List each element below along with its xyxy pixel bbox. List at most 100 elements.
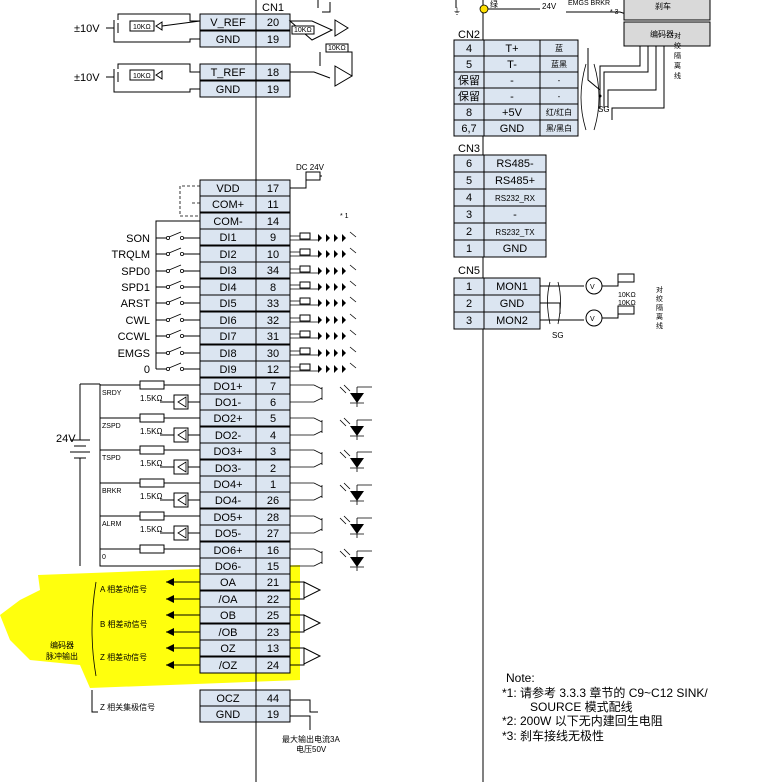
cn1-pin-row: DO1-6: [199, 393, 291, 411]
cn1-pin-number: 44: [267, 693, 279, 705]
svg-text:线: 线: [674, 71, 681, 80]
cn1-pin-name: DI6: [219, 315, 236, 327]
cn1-pin-number: 27: [267, 528, 279, 540]
input-signal-label: SPD1: [121, 282, 150, 294]
cn3-label: CN3: [458, 143, 480, 155]
cn1-pin-name: DI3: [219, 265, 236, 277]
output-signal-label: 0: [102, 554, 106, 561]
cn5-signal: MON1: [496, 281, 528, 293]
r15k-label: 1.5KΩ: [140, 394, 162, 403]
cn1-pin-number: 12: [267, 364, 279, 376]
cn1-pin-number: 17: [267, 183, 279, 195]
cn1-pin-name: COM-: [213, 216, 243, 228]
svg-text:V: V: [590, 284, 595, 291]
cn1-pin-name: DI7: [219, 331, 236, 343]
cn3-pin-number: 5: [466, 175, 472, 187]
cn1-pin-number: 19: [267, 709, 279, 721]
svg-text:离: 离: [674, 61, 681, 70]
voltage-label: 电压50V: [296, 744, 327, 754]
cn3-signal: RS232_TX: [495, 228, 535, 237]
note-1b: SOURCE 模式配线: [530, 700, 633, 714]
input-signal-label: CCWL: [118, 331, 150, 343]
cn1-pin-name: /OB: [219, 627, 238, 639]
cn1-pin-name: /OA: [219, 594, 239, 606]
brake-label: 刹车: [655, 1, 671, 11]
encoder-label: 编码器: [650, 29, 674, 39]
cn2-wire-color: -: [558, 92, 561, 101]
cn1-pin-number: 32: [267, 315, 279, 327]
note-1a: *1: 请参考 3.3.3 章节的 C9~C12 SINK/: [502, 685, 708, 700]
cn1-pin-name: DI9: [219, 364, 236, 376]
cn3-signal: RS485+: [495, 175, 535, 187]
input-switch: SPD1: [121, 280, 357, 294]
pm10v-label-2: ±10V: [74, 72, 100, 84]
output-circuit: ZSPD 1.5KΩ: [100, 413, 372, 443]
cn3-signal: -: [513, 209, 517, 221]
cn1-pin-number: 3: [270, 446, 276, 458]
svg-text:V: V: [590, 316, 595, 323]
svg-text:离: 离: [656, 312, 663, 321]
cn1-pin-name: V_REF: [210, 17, 246, 29]
cn1-pin-name: DO5+: [213, 512, 242, 524]
cn1-pin-number: 33: [267, 298, 279, 310]
supply-24v: 24V: [56, 383, 100, 566]
analog-input-vref: ±10V 10KΩ 10KΩ: [74, 0, 349, 43]
cn1-pin-name: DO5-: [215, 528, 242, 540]
cn2-pin-number: 4: [466, 43, 472, 55]
cn1-pin-number: 26: [267, 495, 279, 507]
cn2-label: CN2: [458, 29, 480, 41]
cn1-pin-name: GND: [216, 84, 241, 96]
encoder-out-label: 编码器: [50, 640, 74, 650]
cn1-pin-number: 1: [270, 479, 276, 491]
cn1-pin-row: /OZ 24: [199, 656, 291, 674]
ground-symbol: ⏚: [453, 7, 461, 16]
output-signal-label: ZSPD: [102, 423, 121, 430]
cn5-signal: GND: [500, 298, 525, 310]
a-diff-label: A 相差动信号: [100, 584, 147, 594]
cn1-pin-name: OB: [220, 610, 236, 622]
cn1-pin-name: DI2: [219, 249, 236, 261]
svg-text:隔: 隔: [656, 303, 663, 312]
r15k-label: 1.5KΩ: [140, 427, 162, 436]
cn1-pin-number: 15: [267, 561, 279, 573]
cn1-pin-number: 14: [267, 216, 279, 228]
cn1-pin-name: DI8: [219, 348, 236, 360]
notes: Note: *1: 请参考 3.3.3 章节的 C9~C12 SINK/ SOU…: [502, 671, 708, 743]
encoder-line-driver: [166, 578, 322, 603]
cn1-pin-number: 24: [267, 660, 279, 672]
sg-label-1: SG: [598, 105, 610, 114]
output-circuit: 0: [100, 544, 372, 571]
cn2-signal: GND: [500, 123, 525, 135]
cn5-label: CN5: [458, 265, 480, 277]
cn3-signal: RS485-: [496, 158, 534, 170]
cn1-pin-number: 2: [270, 463, 276, 475]
input-signal-label: 0: [144, 364, 150, 376]
cn1-pin-number: 20: [267, 17, 279, 29]
cn2-signal: -: [510, 91, 514, 103]
svg-text:隔: 隔: [674, 51, 681, 60]
cn1-pin-name: /OZ: [219, 660, 238, 672]
cn1-pin-name: OA: [220, 577, 237, 589]
cn3-pin-number: 4: [466, 192, 472, 204]
cn1-pin-number: 19: [267, 34, 279, 46]
cn1-pin-number: 16: [267, 545, 279, 557]
note-2: *2: 200W 以下无内建回生电阻: [502, 714, 663, 728]
r15k-label: 1.5KΩ: [140, 459, 162, 468]
output-signal-label: BRKR: [102, 488, 121, 495]
cn1-pin-number: 18: [267, 67, 279, 79]
cn2-wire-color: -: [558, 76, 561, 85]
